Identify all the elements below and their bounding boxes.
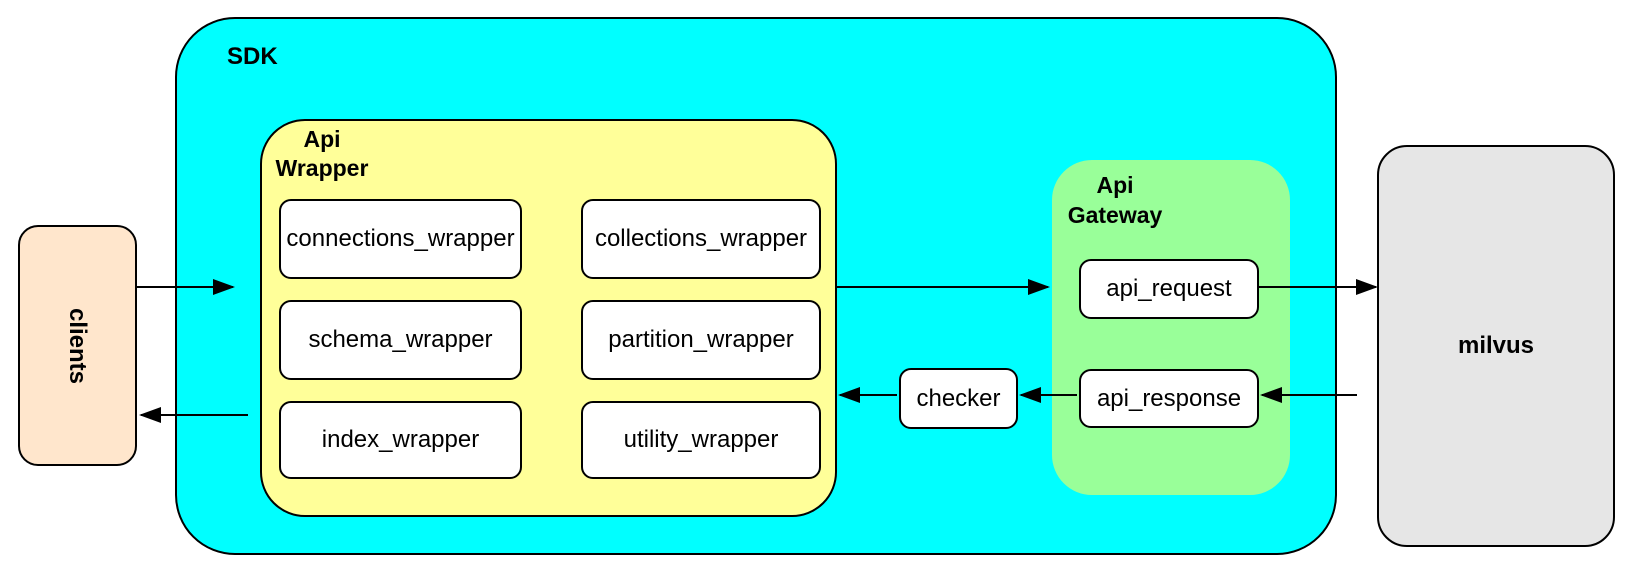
api-request-node: api_request: [1079, 259, 1259, 319]
api-gateway-container: Api Gateway api_request api_response: [1052, 160, 1290, 495]
api-response-node: api_response: [1079, 369, 1259, 428]
sdk-container: SDK Api Wrapper connections_wrapper coll…: [175, 17, 1337, 555]
milvus-node: milvus: [1377, 145, 1615, 547]
module-index-wrapper: index_wrapper: [279, 401, 522, 479]
wrapper-modules-grid: connections_wrapper collections_wrapper …: [279, 199, 821, 479]
api-wrapper-label: Api Wrapper: [267, 125, 377, 183]
api-gateway-label-line1: Api: [1096, 172, 1134, 198]
api-wrapper-label-line2: Wrapper: [275, 155, 369, 181]
module-schema-wrapper: schema_wrapper: [279, 300, 522, 380]
module-partition-wrapper: partition_wrapper: [581, 300, 821, 380]
sdk-label: SDK: [227, 43, 278, 70]
api-gateway-label: Api Gateway: [1065, 170, 1165, 230]
module-collections-wrapper: collections_wrapper: [581, 199, 821, 279]
api-wrapper-container: Api Wrapper connections_wrapper collecti…: [260, 119, 837, 517]
module-connections-wrapper: connections_wrapper: [279, 199, 522, 279]
api-wrapper-label-line1: Api: [303, 126, 341, 152]
milvus-label: milvus: [1457, 332, 1535, 359]
module-utility-wrapper: utility_wrapper: [581, 401, 821, 479]
clients-node: clients: [18, 225, 137, 466]
api-gateway-label-line2: Gateway: [1067, 202, 1163, 228]
clients-label: clients: [64, 307, 92, 384]
checker-node: checker: [899, 368, 1018, 429]
